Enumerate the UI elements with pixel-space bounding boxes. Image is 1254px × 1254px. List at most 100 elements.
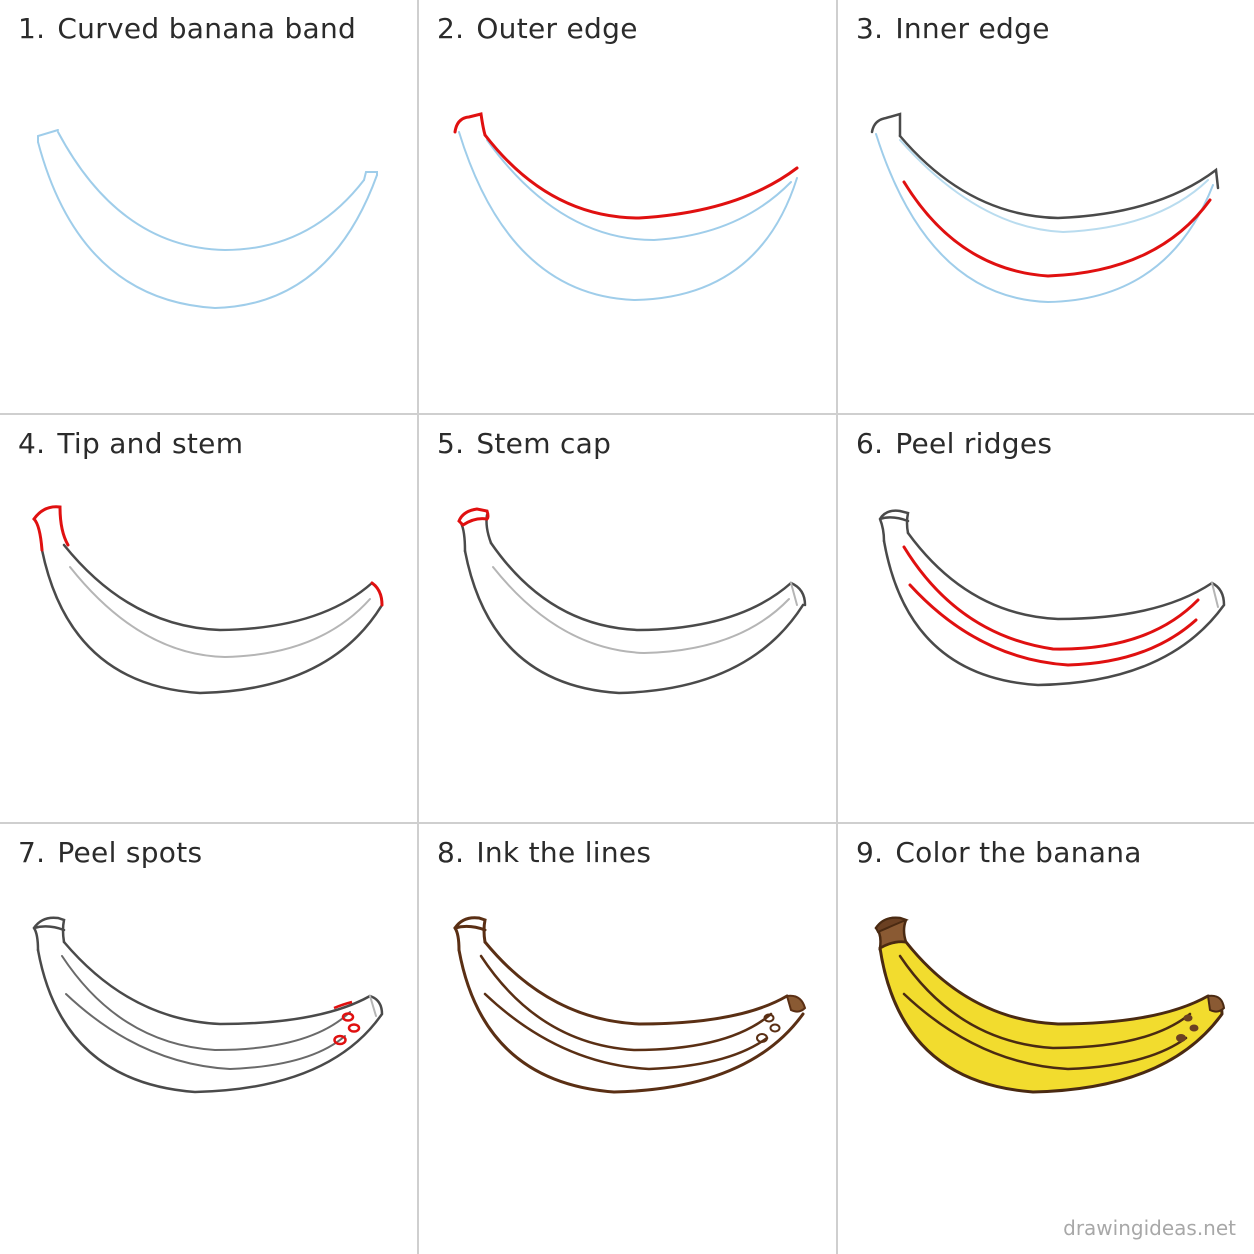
stem-pencil: [32, 916, 66, 952]
tip-cap-line: [369, 995, 377, 1017]
outer-guide-curve: [37, 141, 378, 310]
lower-ridge-highlight: [908, 583, 1198, 667]
peel-spot: [1189, 1024, 1199, 1032]
banana-outline: [36, 940, 384, 1094]
step-number: 1.: [18, 12, 46, 45]
banana-outline: [463, 541, 807, 695]
peel-spot: [769, 1023, 781, 1033]
peel-spot: [333, 1034, 347, 1046]
step-title-5: 5. Stem cap: [437, 427, 611, 460]
step-panel-7: 7. Peel spots: [0, 824, 417, 1254]
step-label: Curved banana band: [57, 12, 357, 45]
outer-edge-highlight: [483, 133, 799, 220]
step-panel-5: 5. Stem cap: [419, 415, 836, 822]
banana-outline: [882, 531, 1226, 687]
step-number: 2.: [437, 12, 465, 45]
step-number: 4.: [18, 427, 46, 460]
stem-pencil: [878, 509, 910, 543]
banana-drawing-5: [457, 507, 807, 695]
lower-ridge: [65, 993, 346, 1071]
banana-drawing-2: [453, 112, 799, 302]
banana-drawing-1: [37, 129, 378, 310]
banana-drawing-7: [32, 916, 384, 1094]
grid-divider-horizontal: [0, 822, 1254, 824]
lower-ridge: [902, 992, 1188, 1071]
step-title-4: 4. Tip and stem: [18, 427, 243, 460]
step-title-8: 8. Ink the lines: [437, 836, 651, 869]
step-label: Ink the lines: [476, 836, 652, 869]
peel-spot: [1183, 1014, 1193, 1022]
step-number: 7.: [18, 836, 46, 869]
stem-pencil: [870, 112, 902, 138]
grid-divider-vertical: [836, 0, 838, 1254]
watermark: drawingideas.net: [1063, 1216, 1236, 1240]
peel-spot: [1176, 1034, 1186, 1042]
step-number: 8.: [437, 836, 465, 869]
step-number: 3.: [856, 12, 884, 45]
stem-highlight: [32, 505, 70, 552]
step-panel-4: 4. Tip and stem: [0, 415, 417, 822]
step-panel-1: 1. Curved banana band: [0, 0, 417, 413]
step-label: Peel ridges: [895, 427, 1053, 460]
upper-ridge: [479, 954, 773, 1052]
outer-guide-curve: [875, 133, 1214, 304]
stem-cap-highlight: [457, 507, 490, 527]
tip-cap-line: [1211, 582, 1219, 608]
step-label: Peel spots: [57, 836, 203, 869]
step-label: Outer edge: [476, 12, 638, 45]
step-title-6: 6. Peel ridges: [856, 427, 1052, 460]
peel-spot: [347, 1023, 361, 1033]
step-title-1: 1. Curved banana band: [18, 12, 356, 45]
inner-edge-highlight: [902, 180, 1212, 278]
peel-spot: [756, 1033, 768, 1043]
inner-guide-curve: [57, 131, 365, 252]
upper-ridge: [898, 954, 1192, 1050]
stem-cap-fill: [874, 916, 909, 934]
step-label: Tip and stem: [57, 427, 244, 460]
upper-ridge: [61, 955, 351, 1052]
inner-light-line: [492, 566, 790, 655]
step-panel-9: 9. Color the banana: [838, 824, 1254, 1254]
banana-drawing-9: [874, 916, 1226, 1094]
step-title-3: 3. Inner edge: [856, 12, 1050, 45]
tip-guide: [363, 171, 378, 181]
step-number: 6.: [856, 427, 884, 460]
banana-outline: [457, 940, 805, 1094]
banana-drawing-3: [870, 112, 1220, 304]
step-label: Inner edge: [895, 12, 1050, 45]
step-title-9: 9. Color the banana: [856, 836, 1142, 869]
stem-ink: [453, 916, 487, 952]
step-title-2: 2. Outer edge: [437, 12, 638, 45]
peel-spot: [341, 1012, 355, 1022]
grid-divider-horizontal: [0, 413, 1254, 415]
banana-outline: [40, 543, 384, 695]
peel-spot: [763, 1013, 775, 1023]
stem-highlight: [453, 112, 487, 137]
banana-drawing-4: [32, 505, 384, 695]
step-number: 5.: [437, 427, 465, 460]
lower-ridge: [483, 992, 769, 1071]
step-label: Stem cap: [476, 427, 612, 460]
step-title-7: 7. Peel spots: [18, 836, 202, 869]
inner-guide-curve: [899, 139, 1209, 234]
banana-drawing-8: [453, 916, 807, 1094]
tip-spot-highlight: [333, 1000, 353, 1010]
upper-ridge-highlight: [902, 545, 1200, 651]
step-panel-8: 8. Ink the lines: [419, 824, 836, 1254]
step-panel-6: 6. Peel ridges: [838, 415, 1254, 822]
step-number: 9.: [856, 836, 884, 869]
outer-edge-pencil: [898, 134, 1220, 220]
tip-highlight: [370, 581, 384, 607]
banana-drawing-6: [878, 509, 1226, 687]
tip-ink: [785, 994, 807, 1013]
stem-guide: [37, 129, 59, 143]
step-label: Color the banana: [895, 836, 1142, 869]
grid-divider-vertical: [417, 0, 419, 1254]
outer-guide-curve: [458, 131, 798, 302]
inner-light-line: [69, 566, 371, 659]
step-panel-2: 2. Outer edge: [419, 0, 836, 413]
tip-fill: [1206, 994, 1226, 1013]
step-panel-3: 3. Inner edge: [838, 0, 1254, 413]
tip-cap-line: [790, 582, 798, 606]
